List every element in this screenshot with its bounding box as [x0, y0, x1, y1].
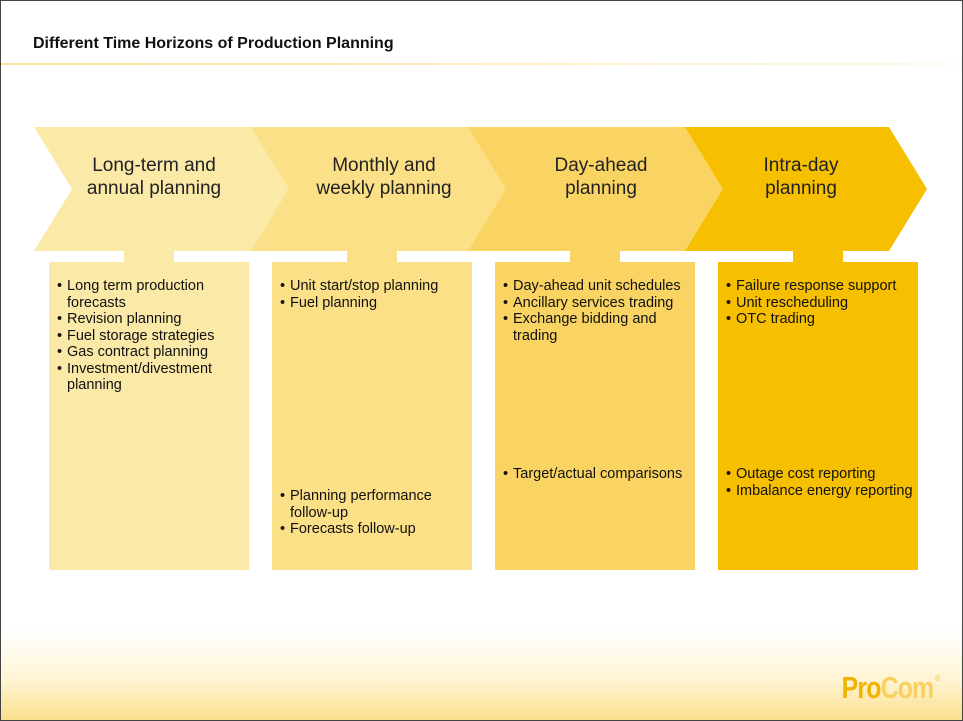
chevron-monthly	[251, 127, 523, 251]
slide-title: Different Time Horizons of Production Pl…	[33, 35, 394, 52]
list-item: Target/actual comparisons	[503, 466, 699, 483]
followup-list: Planning performance follow-up Forecasts…	[280, 488, 476, 538]
chevron-intra-day	[685, 127, 927, 251]
list-item: Unit rescheduling	[726, 295, 922, 312]
list-item: Exchange bidding and trading	[503, 311, 699, 344]
list-item: Failure response support	[726, 278, 922, 295]
registered-mark: ®	[934, 673, 940, 683]
logo-text: ProCom	[841, 670, 934, 705]
list-item: Fuel planning	[280, 295, 476, 312]
phase-label-monthly: Monthly and weekly planning	[316, 155, 452, 199]
list-item: Forecasts follow-up	[280, 521, 476, 538]
procom-logo: ProCom®	[841, 670, 940, 706]
chevron-day-ahead	[468, 127, 740, 251]
list-item: Day-ahead unit schedules	[503, 278, 699, 295]
phase-box-long-term: Long term production forecasts Revision …	[49, 262, 249, 570]
phase-label-long-term: Long-term and annual planning	[86, 155, 222, 199]
followup-list: Outage cost reporting Imbalance energy r…	[726, 466, 922, 499]
up-arrow-icon	[98, 223, 200, 263]
followup-list: Target/actual comparisons	[503, 466, 699, 483]
up-arrow-icon	[544, 223, 646, 263]
chevron-long-term	[34, 127, 306, 251]
up-arrow-icon	[767, 223, 869, 263]
task-list: Long term production forecasts Revision …	[57, 278, 253, 394]
list-item: Revision planning	[57, 311, 253, 328]
phase-label-day-ahead: Day-ahead planning	[554, 155, 648, 199]
list-item: Long term production forecasts	[57, 278, 253, 311]
phase-box-intra-day: Failure response support Unit rescheduli…	[718, 262, 918, 570]
phase-box-monthly: Unit start/stop planning Fuel planning P…	[272, 262, 472, 570]
list-item: Ancillary services trading	[503, 295, 699, 312]
phase-chevrons	[34, 127, 927, 251]
phase-label-intra-day: Intra-day planning	[763, 155, 839, 199]
phase-box-day-ahead: Day-ahead unit schedules Ancillary servi…	[495, 262, 695, 570]
list-item: Gas contract planning	[57, 344, 253, 361]
list-item: Fuel storage strategies	[57, 328, 253, 345]
title-divider	[1, 63, 962, 65]
task-list: Failure response support Unit rescheduli…	[726, 278, 922, 328]
task-list: Unit start/stop planning Fuel planning	[280, 278, 476, 311]
footer-gradient	[1, 629, 962, 720]
list-item: Investment/divestment planning	[57, 361, 253, 394]
list-item: OTC trading	[726, 311, 922, 328]
list-item: Outage cost reporting	[726, 466, 922, 483]
list-item: Imbalance energy reporting	[726, 483, 922, 500]
list-item: Unit start/stop planning	[280, 278, 476, 295]
up-arrow-icon	[321, 223, 423, 263]
task-list: Day-ahead unit schedules Ancillary servi…	[503, 278, 699, 344]
list-item: Planning performance follow-up	[280, 488, 476, 521]
